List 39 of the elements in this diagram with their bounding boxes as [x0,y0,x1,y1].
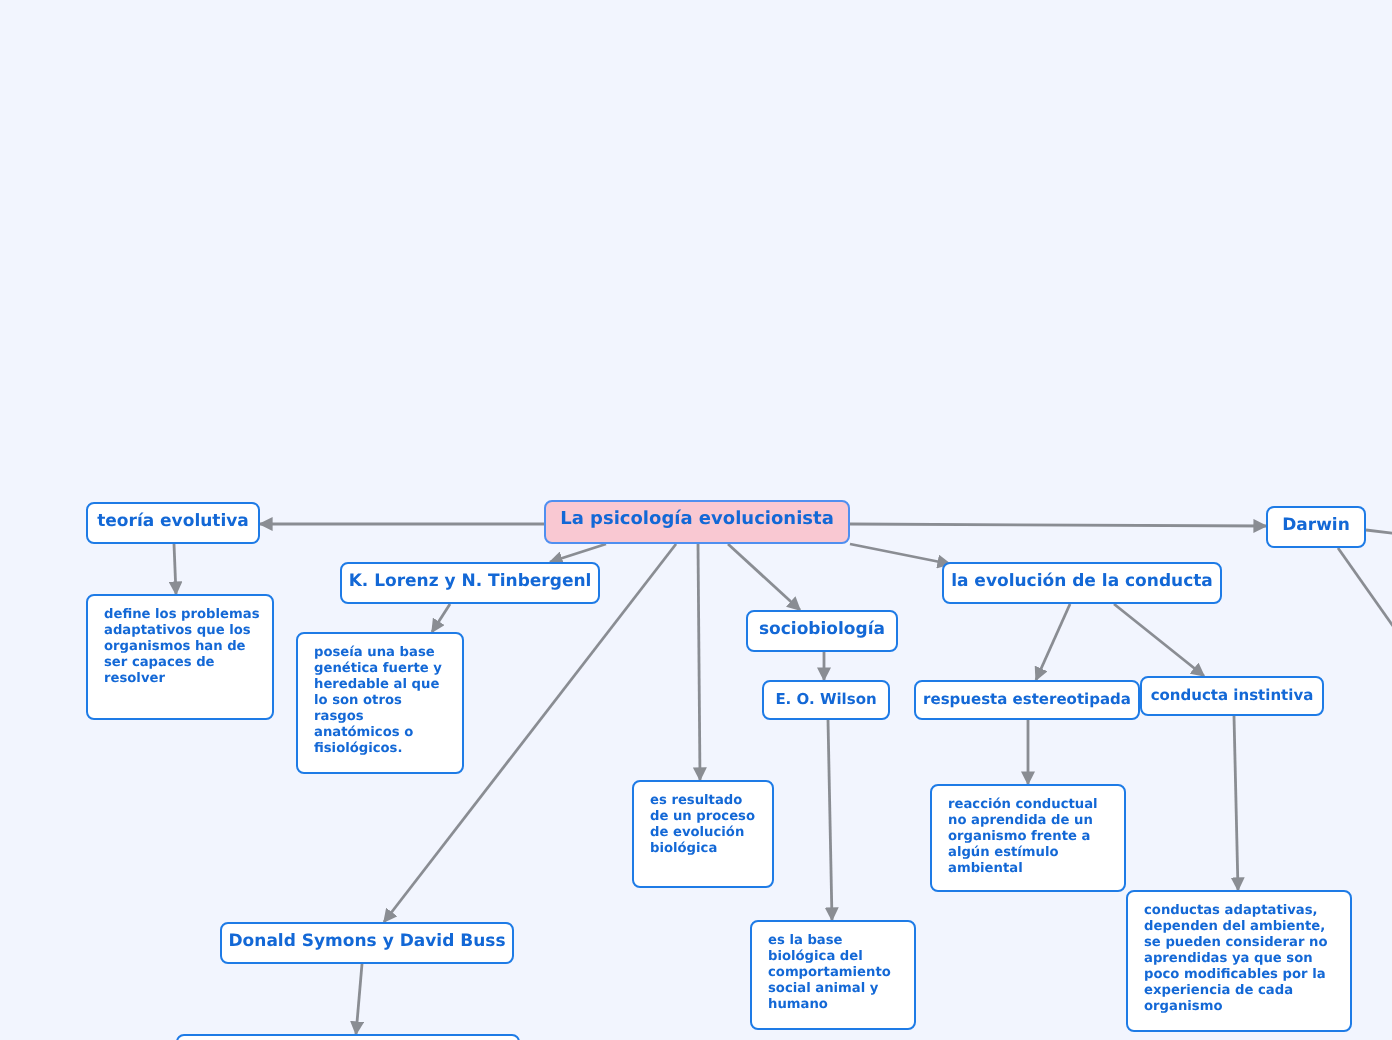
concept-box [86,502,260,544]
concept-text: teoría evolutiva [97,513,249,533]
arrow [430,603,452,634]
concept-box [220,922,514,964]
concept-box [1266,506,1366,548]
concept-text: la evolución de la conducta [951,573,1213,593]
concept-box [914,680,1140,720]
concept-box [746,610,898,652]
arrow [817,652,831,682]
concept-box [1126,890,1352,1032]
arrow [1113,602,1206,678]
arrow [168,543,183,596]
arrow [850,518,1268,533]
concept-box [930,784,1126,892]
concept-box [1140,676,1324,716]
arrow [1230,715,1245,892]
arrow [1034,603,1072,682]
arrow [350,963,365,1036]
concept-text: Darwin [1282,517,1350,537]
concept-box [750,920,916,1030]
arrow [548,542,607,565]
arrow [849,542,952,569]
arrow [382,543,678,924]
concept-text: Donald Symons y David Buss [228,933,506,953]
arrow [1021,720,1035,786]
arrow [727,542,802,612]
arrow [258,517,544,531]
arrow [824,719,839,922]
concept-box [340,562,600,604]
concept-text: La psicología evolucionista [560,512,834,532]
concept-box [296,632,464,774]
concept-box [942,562,1222,604]
arrow [692,544,707,782]
concept-box [762,680,890,720]
topic-box [544,500,850,544]
concept-text: sociobiología [758,621,885,641]
concept-text: K. Lorenz y N. Tinbergenl [348,573,592,593]
concept-box [632,780,774,888]
concept-box [86,594,274,720]
